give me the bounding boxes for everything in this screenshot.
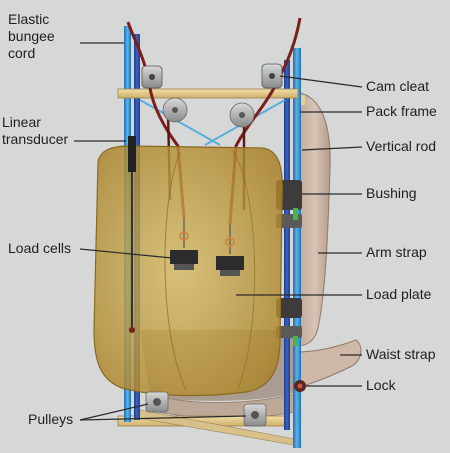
load-plate-seam xyxy=(164,151,187,391)
label-arm-strap: Arm strap xyxy=(366,244,427,260)
cam-cleat-left xyxy=(141,65,163,89)
leader-pulleys xyxy=(79,403,149,421)
label-transducer-line-2: transducer xyxy=(2,131,69,147)
bottom-pulley-right xyxy=(243,403,267,427)
label-vertical-rod: Vertical rod xyxy=(366,138,437,154)
linear-transducer-tip xyxy=(129,327,135,333)
label-load-plate: Load plate xyxy=(366,286,432,302)
leader-lines xyxy=(74,42,363,421)
lock-knob xyxy=(294,380,306,392)
label-pulleys: Pulleys xyxy=(28,411,74,427)
label-transducer-line-1: Linear xyxy=(2,114,41,130)
label-bushing: Bushing xyxy=(366,185,417,201)
pack-frame-top-bar xyxy=(117,88,299,99)
vertical-rod-right-inner xyxy=(284,60,290,430)
leader-vertical-rod xyxy=(301,146,363,151)
label-bungee-line-1: Elastic xyxy=(8,11,50,27)
pack-frame-right-edge xyxy=(301,95,305,105)
leader-cam-cleat xyxy=(279,75,363,88)
bottom-pulley-left xyxy=(145,391,169,413)
leader-pulleys-2 xyxy=(79,415,247,421)
bushing-lower-cap xyxy=(276,326,302,338)
load-cell-right xyxy=(216,224,244,276)
bushing-green-marker-bottom xyxy=(293,336,298,346)
label-bungee-line-3: cord xyxy=(8,45,36,61)
top-pulley-left xyxy=(162,97,188,123)
leader-load-cells xyxy=(79,248,173,259)
label-cam-cleat: Cam cleat xyxy=(366,78,430,94)
top-pulley-right xyxy=(229,102,255,128)
bushing-lower xyxy=(276,298,302,318)
bushing-green-marker-top xyxy=(293,208,298,220)
linear-transducer-body xyxy=(128,136,136,172)
label-bungee-line-2: bungee xyxy=(8,28,55,44)
load-plate-inner-curve xyxy=(231,149,256,389)
load-cell-left xyxy=(170,218,198,270)
cross-brace-left xyxy=(139,99,221,146)
vertical-rod-right-outer xyxy=(293,48,301,448)
cam-cleat-right xyxy=(261,63,283,89)
label-pack-frame: Pack frame xyxy=(366,103,437,119)
waist-strap-shape xyxy=(295,339,362,389)
label-waist-strap: Waist strap xyxy=(366,346,436,362)
label-elastic-bungee-cord: Elastic bungee cord xyxy=(8,11,55,62)
arm-strap-shape xyxy=(290,91,331,346)
label-lock: Lock xyxy=(366,377,396,393)
label-linear-transducer: Linear transducer xyxy=(2,114,68,148)
label-load-cells: Load cells xyxy=(8,240,72,256)
